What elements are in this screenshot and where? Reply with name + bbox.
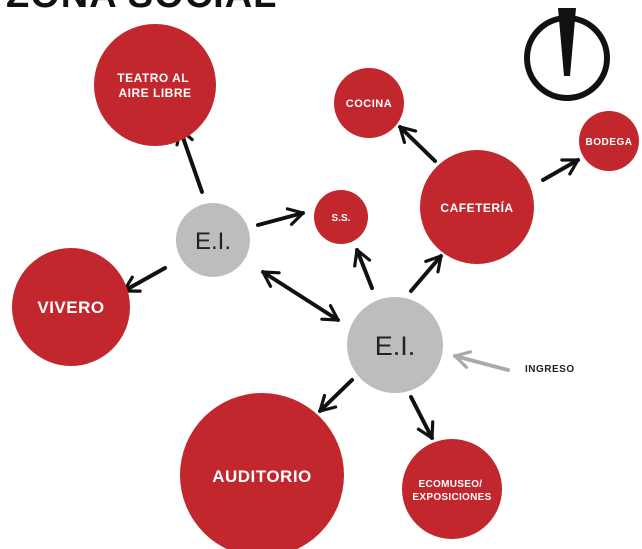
node-cocina: COCINA (334, 68, 404, 138)
teatro-label-line2: AIRE LIBRE (118, 86, 191, 100)
ingreso-label: INGRESO (525, 364, 575, 375)
teatro-label-line1: TEATRO AL (117, 71, 189, 85)
node-vivero: VIVERO (12, 248, 130, 366)
node-cafeteria: CAFETERÍA (420, 150, 534, 264)
svg-text:TEATRO AL AIRE LIBRE: TEATRO AL AIRE LIBRE (117, 71, 192, 100)
node-auditorio: AUDITORIO (180, 393, 344, 549)
cafeteria-label: CAFETERÍA (440, 200, 513, 215)
connection-arrows (122, 125, 580, 440)
node-ss: S.S. (314, 190, 368, 244)
svg-text:ECOMUSEO/ EXPOSICIONES: ECOMUSEO/ EXPOSICIONES (412, 479, 491, 503)
arrow-ei-left-to-teatro (175, 127, 204, 194)
north-arrow-icon (524, 8, 610, 101)
arrow-cafeteria-to-cocina (398, 125, 437, 163)
node-teatro: TEATRO AL AIRE LIBRE (94, 24, 216, 146)
page-title: ZONA SOCIAL (6, 0, 277, 17)
arrow-ei-center-to-auditorio (318, 378, 354, 413)
ss-label: S.S. (332, 213, 351, 224)
arrow-ei-center-to-cafeteria (409, 254, 443, 293)
bodega-label: BODEGA (586, 137, 633, 148)
ei-center-label: E.I. (375, 331, 416, 361)
arrow-ei-center-to-ecomuseo (409, 395, 435, 440)
node-ei-left: E.I. (176, 203, 250, 277)
auditorio-label: AUDITORIO (212, 467, 312, 486)
cocina-label: COCINA (346, 98, 392, 110)
arrow-ei-left-to-ss (256, 207, 305, 227)
arrow-ei-left-to-ei-center (261, 270, 340, 322)
arrow-cafeteria-to-bodega (541, 158, 580, 182)
arrow-ei-center-to-ss (353, 248, 374, 290)
node-bodega: BODEGA (579, 111, 639, 171)
arrow-ingreso (453, 350, 510, 372)
ecomuseo-label-line2: EXPOSICIONES (412, 492, 491, 503)
node-ecomuseo: ECOMUSEO/ EXPOSICIONES (402, 439, 502, 539)
ei-left-label: E.I. (195, 228, 231, 255)
ecomuseo-label-line1: ECOMUSEO/ (419, 479, 483, 490)
vivero-label: VIVERO (37, 298, 104, 317)
node-ei-center: E.I. (347, 297, 443, 393)
arrow-ei-left-to-vivero (122, 266, 167, 293)
